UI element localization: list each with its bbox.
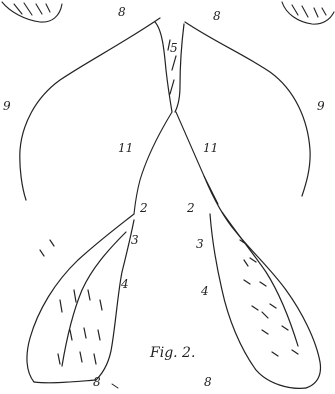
label-8-top-left: 8	[118, 6, 126, 18]
label-3-left: 3	[131, 234, 139, 246]
right-lobe	[204, 176, 320, 388]
label-3-center: 3	[196, 238, 204, 250]
label-5: 5	[170, 42, 178, 54]
label-2-center: 2	[187, 202, 195, 214]
inner-branches	[134, 112, 218, 214]
label-2-left: 2	[140, 202, 148, 214]
label-4-center: 4	[201, 285, 209, 297]
label-11-right: 11	[203, 142, 218, 154]
label-9-left: 9	[3, 100, 11, 112]
label-11-left: 11	[118, 142, 133, 154]
label-9-right: 9	[317, 100, 325, 112]
label-8-top-right: 8	[213, 10, 221, 22]
central-stem	[155, 22, 184, 112]
top-right-fragment	[282, 2, 334, 24]
top-left-fragment	[2, 2, 62, 22]
outer-arcs	[20, 18, 310, 200]
label-8-bottom-right: 8	[204, 376, 212, 388]
label-4-left: 4	[121, 278, 129, 290]
left-lobe	[27, 214, 134, 383]
figure-caption: Fig. 2.	[150, 346, 195, 360]
label-8-bottom-left: 8	[93, 376, 101, 388]
bottom-marks	[112, 384, 118, 388]
